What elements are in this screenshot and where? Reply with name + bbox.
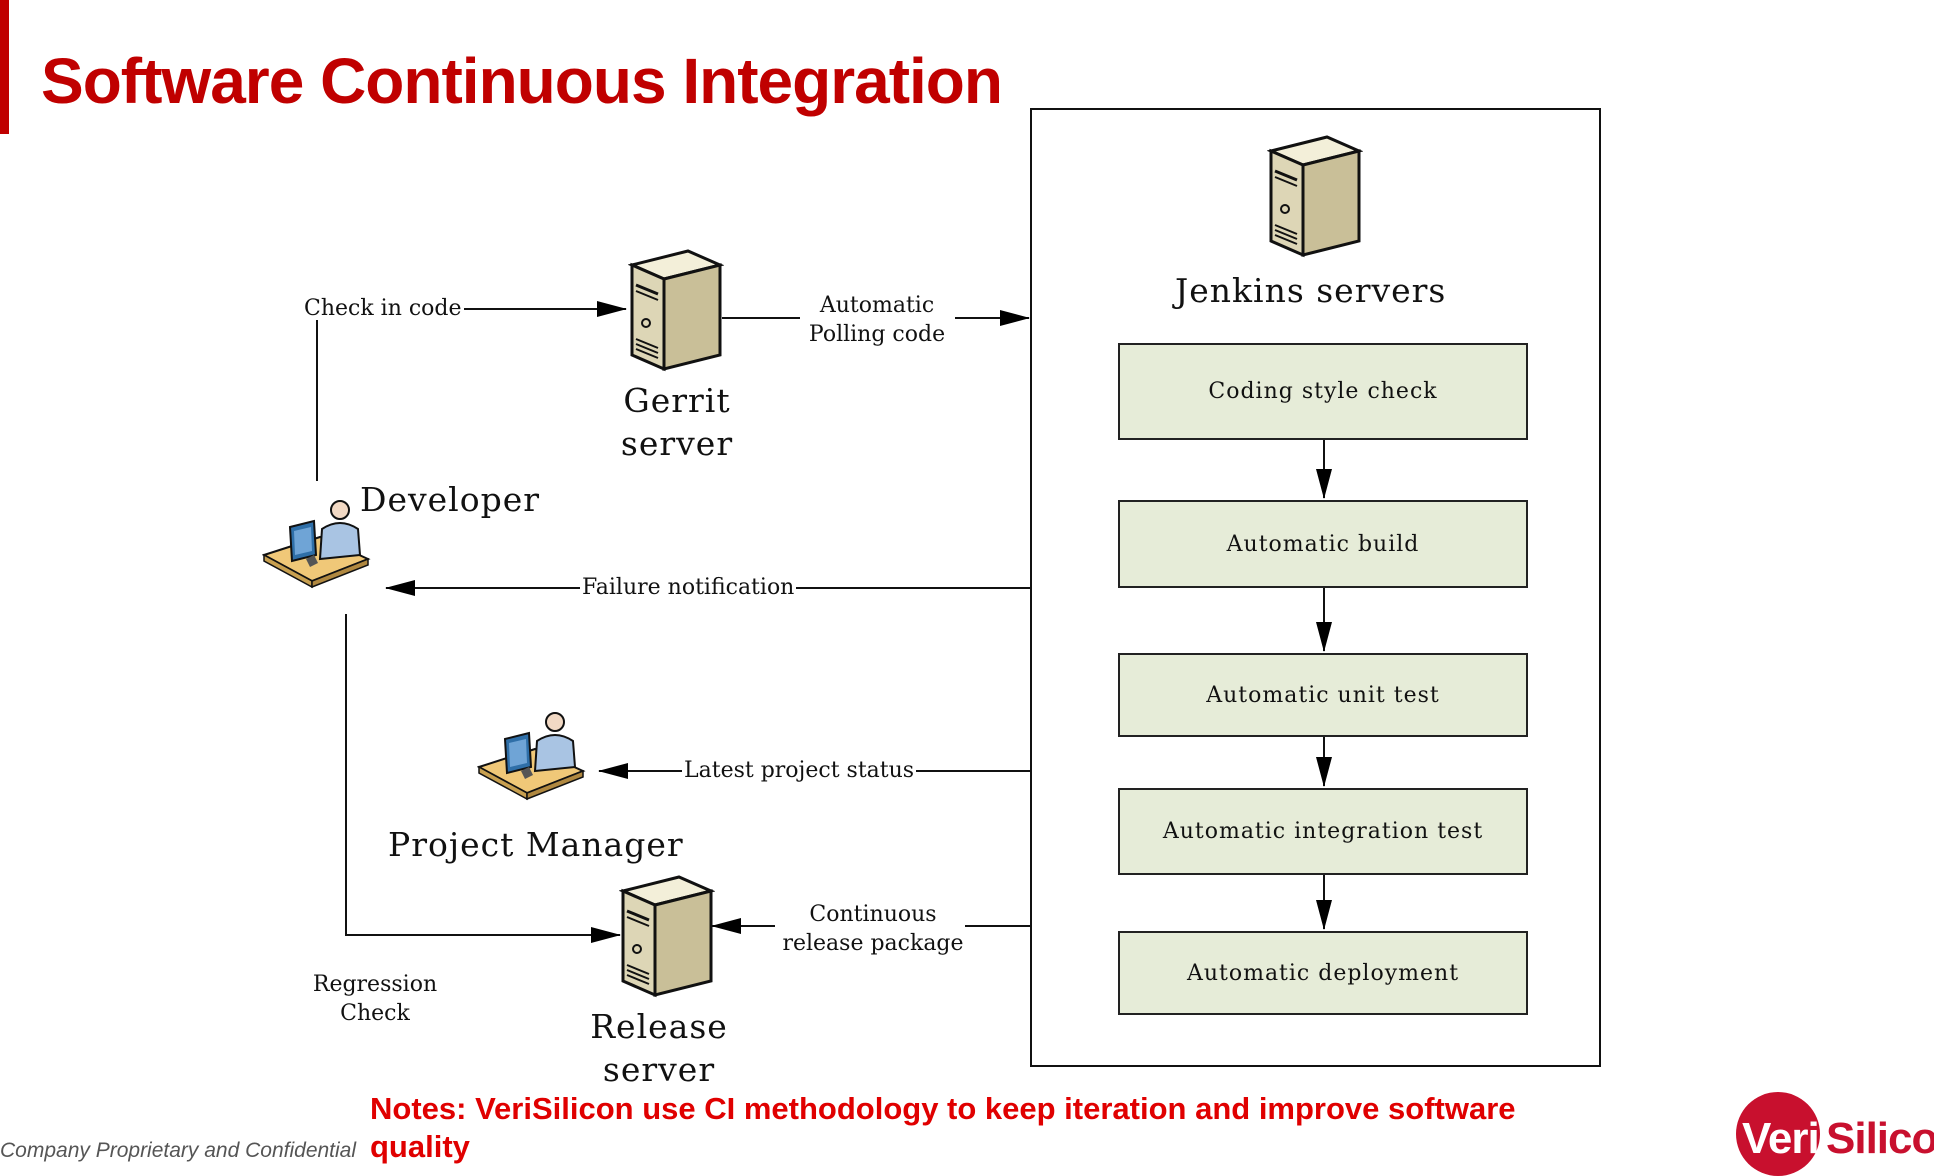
edge-label-failure: Failure notification	[580, 575, 797, 600]
step-automatic-unit-test: Automatic unit test	[1118, 653, 1528, 737]
notes-text: Notes: VeriSilicon use CI methodology to…	[370, 1091, 1516, 1164]
regression-line1: Regression	[312, 972, 438, 997]
edge-label-status: Latest project status	[682, 758, 917, 783]
gerrit-server-label: Gerrit server	[600, 380, 754, 466]
edge-label-polling: Automatic Polling code	[795, 292, 959, 349]
edge-check-in	[316, 301, 627, 481]
developer-label: Developer	[360, 480, 541, 519]
page-title: Software Continuous Integration	[41, 45, 1003, 117]
logo-text-left: Veri	[1742, 1114, 1820, 1163]
title-accent-bar	[0, 0, 9, 134]
release-package-line1: Continuous	[809, 902, 937, 927]
jenkins-server-icon	[1267, 135, 1363, 258]
project-manager-person-icon	[477, 712, 586, 801]
step-automatic-deployment: Automatic deployment	[1118, 931, 1528, 1015]
release-label-line1: Release	[590, 1007, 728, 1046]
polling-line1: Automatic	[819, 293, 935, 318]
regression-line2: Check	[340, 1000, 410, 1026]
release-server-label: Release server	[580, 1006, 738, 1092]
developer-person-icon	[262, 500, 371, 589]
step-automatic-build: Automatic build	[1118, 500, 1528, 588]
jenkins-label: Jenkins servers	[1175, 271, 1447, 310]
step-coding-style-check: Coding style check	[1118, 343, 1528, 440]
project-manager-label: Project Manager	[388, 825, 684, 864]
verisilicon-logo: Veri Silico	[1734, 1092, 1934, 1176]
edge-label-regression: Regression Check	[300, 971, 450, 1028]
release-label-line2: server	[602, 1049, 716, 1089]
edge-label-release-package: Continuous release package	[768, 901, 978, 958]
logo-circle	[1736, 1092, 1820, 1176]
gerrit-label-line1: Gerrit	[623, 381, 731, 420]
polling-line2: Polling code	[808, 321, 946, 347]
gerrit-label-line2: server	[620, 423, 734, 463]
release-server-icon	[619, 875, 715, 998]
step-automatic-integration-test: Automatic integration test	[1118, 788, 1528, 875]
logo-text-right: Silico	[1826, 1114, 1934, 1163]
release-package-line2: release package	[782, 930, 964, 956]
gerrit-server-icon	[628, 249, 724, 372]
edge-label-check-in: Check in code	[302, 296, 464, 321]
edge-regression	[345, 614, 621, 943]
footer-confidential: Company Proprietary and Confidential	[0, 1139, 357, 1162]
